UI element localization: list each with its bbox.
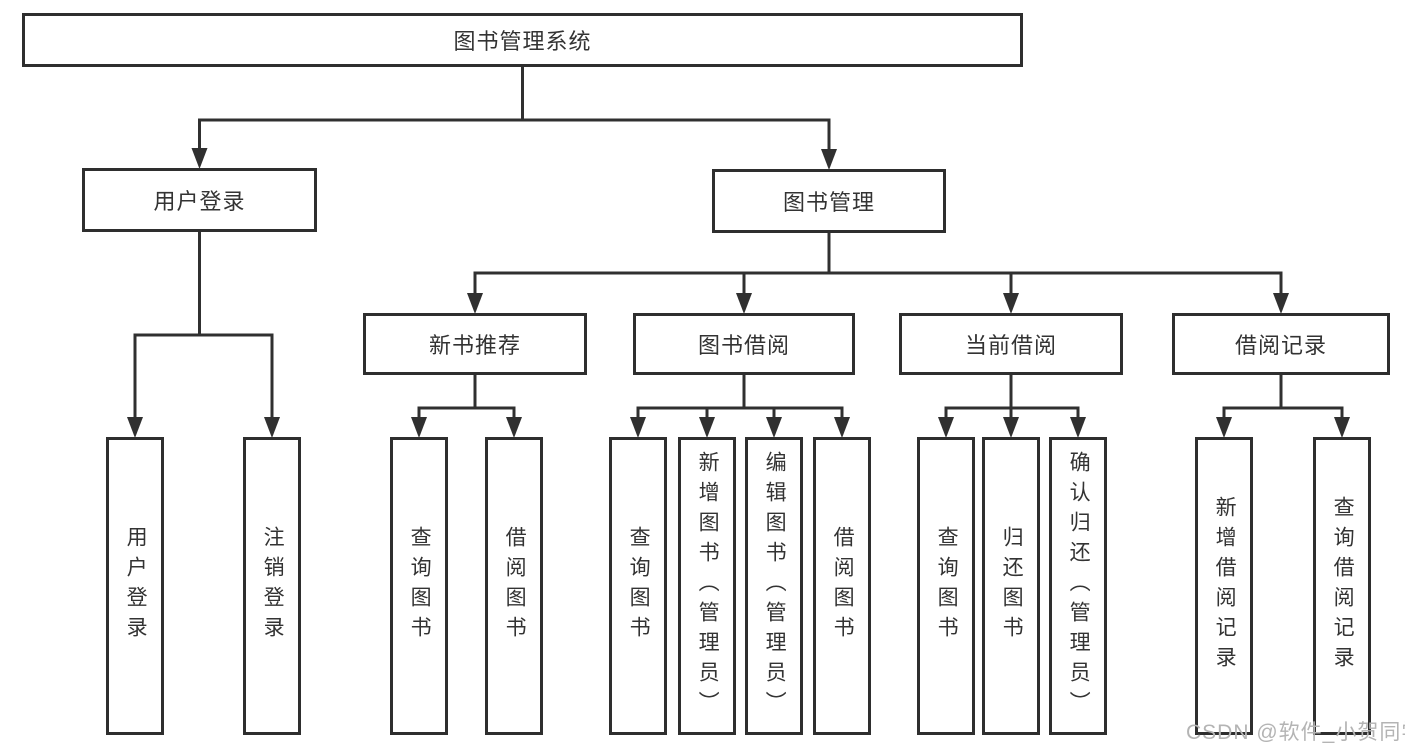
node-book-management: 图书管理	[712, 169, 946, 233]
leaf-user-login-label: 用户登录	[124, 526, 148, 646]
leaf-query-book: 查询图书	[609, 437, 667, 735]
leaf-confirm-return-admin: 确认归还（管理员）	[1049, 437, 1107, 735]
node-book-borrowing: 图书借阅	[633, 313, 855, 375]
leaf-logout-label: 注销登录	[261, 526, 285, 646]
leaf-logout: 注销登录	[243, 437, 301, 735]
leaf-return-book: 归还图书	[982, 437, 1040, 735]
node-book-management-label: 图书管理	[782, 190, 875, 215]
leaf-borrow-book-label: 借阅图书	[503, 526, 527, 646]
node-new-book-recommendation-label: 新书推荐	[428, 333, 521, 358]
leaf-borrow-book: 借阅图书	[485, 437, 543, 735]
leaf-query-borrow-record-label: 查询借阅记录	[1331, 496, 1355, 676]
leaf-edit-book-admin-label: 编辑图书（管理员）	[763, 451, 787, 721]
node-library-management-system-label: 图书管理系统	[453, 29, 592, 54]
leaf-query-book-label: 查询图书	[408, 526, 432, 646]
node-current-borrowing: 当前借阅	[899, 313, 1123, 375]
node-borrowing-records-label: 借阅记录	[1234, 333, 1327, 358]
leaf-add-book-admin: 新增图书（管理员）	[678, 437, 736, 735]
leaf-borrow-book: 借阅图书	[813, 437, 871, 735]
leaf-add-borrow-record-label: 新增借阅记录	[1213, 496, 1237, 676]
leaf-query-book: 查询图书	[917, 437, 975, 735]
leaf-query-book-label: 查询图书	[935, 526, 959, 646]
leaf-confirm-return-admin-label: 确认归还（管理员）	[1067, 451, 1091, 721]
node-current-borrowing-label: 当前借阅	[964, 333, 1057, 358]
leaf-add-borrow-record: 新增借阅记录	[1195, 437, 1253, 735]
watermark: CSDN @软件_小贺同学	[1186, 721, 1405, 744]
leaf-return-book-label: 归还图书	[1000, 526, 1024, 646]
node-user-login: 用户登录	[82, 168, 317, 232]
node-library-management-system: 图书管理系统	[22, 13, 1023, 67]
leaf-borrow-book-label: 借阅图书	[831, 526, 855, 646]
leaf-user-login: 用户登录	[106, 437, 164, 735]
leaf-add-book-admin-label: 新增图书（管理员）	[696, 451, 720, 721]
leaf-query-book-label: 查询图书	[627, 526, 651, 646]
node-new-book-recommendation: 新书推荐	[363, 313, 587, 375]
leaf-query-borrow-record: 查询借阅记录	[1313, 437, 1371, 735]
node-book-borrowing-label: 图书借阅	[697, 333, 790, 358]
node-borrowing-records: 借阅记录	[1172, 313, 1390, 375]
leaf-edit-book-admin: 编辑图书（管理员）	[745, 437, 803, 735]
leaf-query-book: 查询图书	[390, 437, 448, 735]
node-user-login-label: 用户登录	[153, 189, 246, 214]
